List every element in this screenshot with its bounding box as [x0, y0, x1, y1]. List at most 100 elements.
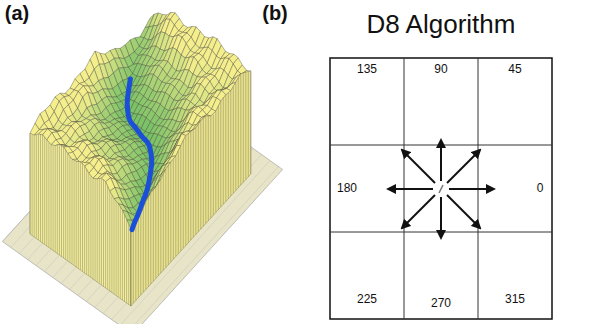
- wall-stripe: [183, 140, 184, 248]
- wall-stripe: [233, 87, 234, 193]
- wall-stripe: [78, 161, 79, 268]
- wall-stripe: [122, 210, 123, 300]
- wall-stripe: [218, 106, 219, 210]
- wall-stripe: [72, 159, 73, 264]
- wall-stripe: [99, 178, 100, 283]
- wall-stripe: [107, 187, 108, 290]
- wall-stripe: [67, 153, 68, 261]
- wall-stripe: [97, 179, 98, 282]
- wall-stripe: [105, 182, 106, 288]
- direction-code: 270: [431, 297, 451, 310]
- wall-stripe: [42, 135, 43, 243]
- wall-stripe: [63, 147, 64, 258]
- wall-stripe: [185, 135, 186, 245]
- wall-stripe: [57, 145, 58, 254]
- wall-stripe: [40, 134, 41, 242]
- wall-stripe: [175, 156, 176, 257]
- wall-stripe: [213, 115, 214, 216]
- wall-stripe: [76, 161, 77, 267]
- wall-stripe: [138, 218, 139, 297]
- wall-stripe: [165, 169, 166, 267]
- wall-stripe: [205, 116, 206, 223]
- wall-stripe: [124, 215, 125, 302]
- wall-stripe: [59, 145, 60, 255]
- wall-stripe: [153, 190, 154, 282]
- wall-stripe: [173, 160, 174, 260]
- grid-lines: [330, 58, 552, 319]
- wall-stripe: [84, 166, 85, 273]
- wall-stripe: [198, 124, 199, 231]
- wall-stripe: [130, 229, 131, 306]
- wall-stripe: [148, 197, 149, 287]
- wall-stripe: [248, 72, 249, 176]
- wall-stripe: [48, 143, 49, 248]
- flow-arrows: [388, 140, 494, 238]
- center-mark: [439, 185, 443, 193]
- wall-stripe: [193, 130, 194, 237]
- wall-stripe: [118, 204, 119, 297]
- wall-stripe: [82, 163, 83, 271]
- wall-stripe: [188, 133, 189, 243]
- wall-stripe: [88, 173, 89, 276]
- wall-stripe: [223, 97, 224, 204]
- direction-code: 225: [357, 293, 377, 306]
- wall-stripe: [170, 162, 171, 262]
- wall-stripe: [69, 157, 70, 263]
- wall-stripe: [95, 179, 96, 280]
- direction-code: 315: [505, 293, 525, 306]
- wall-stripe: [34, 135, 35, 237]
- wall-stripe: [51, 145, 52, 249]
- wall-stripe: [160, 179, 161, 273]
- wall-stripe: [46, 140, 47, 246]
- wall-stripe: [150, 193, 151, 284]
- wall-stripe: [114, 199, 115, 294]
- wall-stripe: [135, 222, 136, 300]
- wall-face: [30, 133, 131, 306]
- wall-stripe: [101, 178, 102, 285]
- wall-stripe: [126, 220, 127, 303]
- terrain-wall: [30, 71, 251, 306]
- wall-stripe: [235, 82, 236, 190]
- wall-stripe: [163, 174, 164, 270]
- wall-stripe: [230, 91, 231, 196]
- wall-stripe: [145, 202, 146, 289]
- terrain-cell: [39, 123, 48, 130]
- wall-stripe: [215, 111, 216, 212]
- wall-stripe: [143, 208, 144, 292]
- wall-stripe: [86, 170, 87, 275]
- wall-stripe: [158, 184, 159, 276]
- wall-stripe: [250, 71, 251, 174]
- wall-stripe: [90, 176, 91, 277]
- wall-stripe: [220, 101, 221, 207]
- wall-stripe: [200, 120, 201, 229]
- direction-code: 45: [508, 63, 521, 76]
- wall-stripe: [116, 201, 117, 295]
- direction-code: 90: [434, 63, 447, 76]
- direction-code: 0: [537, 182, 544, 195]
- wall-stripe: [38, 134, 39, 240]
- wall-stripe: [168, 165, 169, 265]
- wall-stripe: [55, 146, 56, 252]
- wall-stripe: [74, 161, 75, 266]
- wall-stripe: [44, 137, 45, 244]
- wall-stripe: [53, 146, 54, 251]
- wall-stripe: [190, 132, 191, 240]
- direction-code: 135: [357, 63, 377, 76]
- panel-label: (a): [5, 2, 29, 24]
- wall-stripe: [61, 145, 62, 256]
- wall-stripe: [140, 213, 141, 295]
- grid-border: [330, 58, 552, 319]
- panel-title: D8 Algorithm: [367, 10, 516, 39]
- wall-stripe: [208, 116, 209, 221]
- wall-stripe: [80, 162, 81, 270]
- panel-label: (b): [262, 2, 288, 24]
- wall-stripe: [225, 95, 226, 202]
- wall-stripe: [130, 229, 131, 306]
- wall-stripe: [93, 178, 94, 279]
- wall-stripe: [178, 151, 179, 254]
- wall-stripe: [133, 226, 134, 303]
- wall-stripe: [65, 150, 66, 260]
- wall-stripe: [120, 207, 121, 299]
- wall-stripe: [245, 72, 246, 179]
